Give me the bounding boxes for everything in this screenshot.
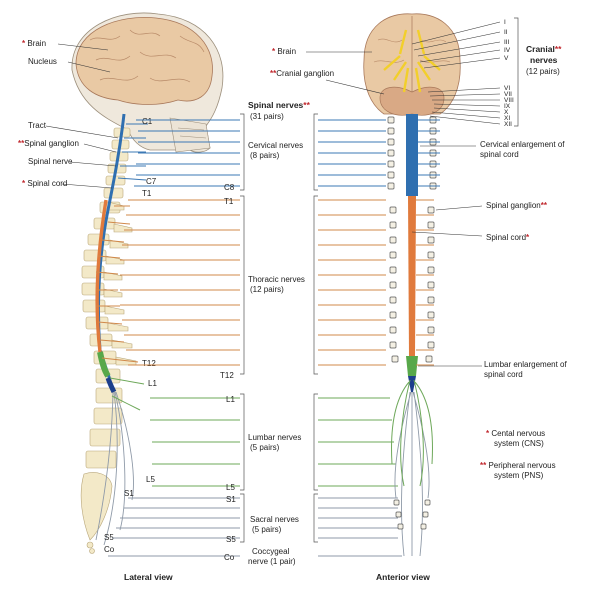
level-s5-lateral: S5 bbox=[104, 533, 114, 542]
level-t1: T1 bbox=[224, 197, 234, 206]
spinal-cord-anterior bbox=[406, 114, 418, 196]
pns-marker-cranial: ** bbox=[555, 44, 562, 54]
spinal-cord-label-anterior: Spinal cord bbox=[486, 233, 526, 242]
legend: * Cental nervous system (CNS) ** Periphe… bbox=[480, 429, 556, 480]
svg-text:Spinal cord*: Spinal cord* bbox=[486, 233, 530, 242]
level-t12-lateral: T12 bbox=[142, 359, 156, 368]
tract-label: Tract bbox=[28, 121, 47, 130]
pns-marker-ganglion-lateral: ** bbox=[18, 139, 25, 148]
svg-text:* Cental nervous: * Cental nervous bbox=[486, 429, 545, 438]
spinal-nerve-label: Spinal nerve bbox=[28, 157, 73, 166]
cervical-enlargement-label: Cervical enlargement of spinal cord bbox=[480, 140, 565, 159]
coccygeal-nerve-count: nerve (1 pair) bbox=[248, 557, 296, 566]
cns-marker-cord-lateral: * bbox=[22, 179, 26, 188]
spinal-cord-label-lateral: Spinal cord bbox=[27, 179, 67, 188]
pns-marker-ganglion-anterior: ** bbox=[541, 201, 548, 210]
level-s1-lateral: S1 bbox=[124, 489, 134, 498]
lumbar-nerves-count: (5 pairs) bbox=[250, 443, 280, 452]
legend-pns-label2: system (PNS) bbox=[494, 471, 544, 480]
cranial-nerves-title2: nerves bbox=[530, 55, 558, 65]
svg-text:**Spinal ganglion: **Spinal ganglion bbox=[18, 139, 79, 148]
lateral-view: * Brain Nucleus Tract **Spinal ganglion … bbox=[18, 12, 224, 582]
thoracic-nerves-count: (12 pairs) bbox=[250, 285, 284, 294]
legend-cns-label2: system (CNS) bbox=[494, 439, 544, 448]
level-t1-lateral: T1 bbox=[142, 189, 152, 198]
svg-text:** Peripheral nervous: ** Peripheral nervous bbox=[480, 461, 556, 470]
spinal-ganglion-label-lateral: Spinal ganglion bbox=[24, 139, 79, 148]
pns-marker-cranial-ganglion: ** bbox=[270, 69, 277, 78]
level-c8: C8 bbox=[224, 183, 235, 192]
lumbar-nerves-label: Lumbar nerves bbox=[248, 433, 301, 442]
sacral-nerves-count: (5 pairs) bbox=[252, 525, 282, 534]
level-co: Co bbox=[224, 553, 235, 562]
level-t12: T12 bbox=[220, 371, 234, 380]
level-co-lateral: Co bbox=[104, 545, 115, 554]
cervical-nerves-label: Cervical nerves bbox=[248, 141, 303, 150]
cns-marker-brain-lateral: * bbox=[22, 39, 26, 48]
svg-text:**Cranial ganglion: **Cranial ganglion bbox=[270, 69, 334, 78]
cranial-ganglion-label: Cranial ganglion bbox=[276, 69, 334, 78]
level-l1-lateral: L1 bbox=[148, 379, 157, 388]
cns-marker-brain-anterior: * bbox=[272, 47, 276, 56]
svg-text:Spinal ganglion**: Spinal ganglion** bbox=[486, 201, 548, 210]
level-s1: S1 bbox=[226, 495, 236, 504]
brain-label-lateral: Brain bbox=[27, 39, 46, 48]
lumbar-enlargement-label: Lumbar enlargement of spinal cord bbox=[484, 360, 567, 379]
cranial-nerves-title: Cranial bbox=[526, 44, 555, 54]
level-l5-lateral: L5 bbox=[146, 475, 155, 484]
jaw bbox=[169, 117, 211, 153]
level-l1: L1 bbox=[226, 395, 235, 404]
pns-marker-spinal-nerves: ** bbox=[303, 100, 310, 110]
legend-cns-marker: * bbox=[486, 429, 490, 438]
spinal-nerves-count: (31 pairs) bbox=[250, 112, 284, 121]
cranial-nerve-vii: VII bbox=[504, 91, 512, 98]
thoracic-nerves-label: Thoracic nerves bbox=[248, 275, 305, 284]
nucleus-label: Nucleus bbox=[28, 57, 57, 66]
cervical-nerves-count: (8 pairs) bbox=[250, 151, 280, 160]
lateral-view-caption: Lateral view bbox=[124, 572, 173, 582]
cranial-nerve-viii: VIII bbox=[504, 97, 514, 104]
cranial-nerve-ix: IX bbox=[504, 103, 511, 110]
level-c7-lateral: C7 bbox=[146, 177, 157, 186]
legend-pns-marker: ** bbox=[480, 461, 487, 470]
cranial-nerve-xi: XI bbox=[504, 115, 510, 122]
spinal-nerves-title: Spinal nerves bbox=[248, 100, 304, 110]
anterior-view-caption: Anterior view bbox=[376, 572, 430, 582]
legend-pns-label: Peripheral nervous bbox=[488, 461, 555, 470]
sacral-nerves-label: Sacral nerves bbox=[250, 515, 299, 524]
cranial-nerve-xii: XII bbox=[504, 121, 512, 128]
svg-text:Cranial**: Cranial** bbox=[526, 44, 562, 54]
brain-label-anterior: Brain bbox=[277, 47, 296, 56]
cranial-nerve-v: V bbox=[504, 55, 509, 62]
brain-lateral bbox=[75, 17, 213, 105]
svg-text:* Brain: * Brain bbox=[22, 39, 46, 48]
cranial-nerve-iii: III bbox=[504, 39, 510, 46]
cerebellum bbox=[379, 86, 445, 116]
svg-text:* Brain: * Brain bbox=[272, 47, 296, 56]
cns-marker-cord-anterior: * bbox=[526, 233, 530, 242]
cranial-nerve-vi: VI bbox=[504, 85, 510, 92]
cranial-nerve-iv: IV bbox=[504, 47, 511, 54]
level-c1-lateral: C1 bbox=[142, 117, 153, 126]
cranial-nerve-x: X bbox=[504, 109, 509, 116]
coccygeal-nerve-label: Coccygeal bbox=[252, 547, 290, 556]
cranial-nerves-count: (12 pairs) bbox=[526, 67, 560, 76]
svg-text:* Spinal cord: * Spinal cord bbox=[22, 179, 67, 188]
anterior-view: I II III IV V VI VII VIII IX X XI XII Cr… bbox=[270, 13, 567, 582]
spinal-ganglia-anterior bbox=[387, 116, 437, 530]
svg-text:Spinal nerves**: Spinal nerves** bbox=[248, 100, 311, 110]
spinal-nerve-lines bbox=[108, 113, 402, 557]
spinal-ganglion-label-anterior: Spinal ganglion bbox=[486, 201, 541, 210]
cranial-nerve-ii: II bbox=[504, 29, 508, 36]
cranial-nerve-i: I bbox=[504, 19, 506, 26]
level-l5: L5 bbox=[226, 483, 235, 492]
legend-cns-label: Cental nervous bbox=[491, 429, 545, 438]
spinal-nerve-group-labels: Spinal nerves** (31 pairs) Cervical nerv… bbox=[220, 100, 311, 566]
level-s5: S5 bbox=[226, 535, 236, 544]
